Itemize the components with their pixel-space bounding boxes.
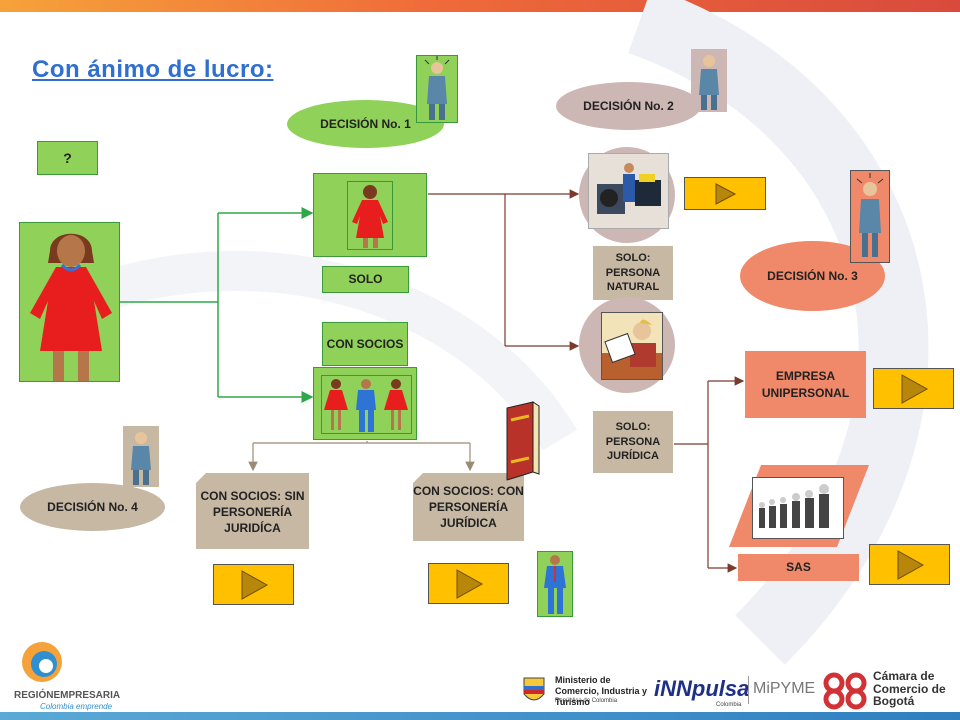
solo-persona-juridica-label[interactable]: SOLO: PERSONA JURÍDICA [593, 411, 673, 473]
play-button-persona-natural[interactable] [684, 177, 766, 210]
con-socios-image-box [313, 367, 417, 440]
play-icon [456, 568, 483, 599]
play-button-sas[interactable] [869, 544, 950, 585]
ministerio-logo-text: Ministerio de Comercio, Industria y Turi… [555, 675, 648, 707]
play-button-sin-personeria[interactable] [213, 564, 294, 605]
decision-4-person-image [123, 426, 159, 487]
con-socios-con-shape [413, 473, 524, 541]
decision-1-person-image [416, 55, 458, 123]
innpulsa-logo: iNNpulsa [654, 676, 750, 701]
play-icon [901, 373, 928, 404]
camara-logo-icon [820, 671, 872, 710]
play-icon [241, 569, 268, 600]
solo-persona-natural-label[interactable]: SOLO: PERSONA NATURAL [593, 246, 673, 300]
reading-man-icon [601, 312, 663, 380]
thinking-man-icon [856, 173, 884, 257]
play-icon [897, 549, 924, 580]
persona-natural-circle [579, 147, 675, 243]
page-title: Con ánimo de lucro: [32, 56, 274, 83]
queue-people-icon [752, 477, 844, 539]
group-people-icon [321, 375, 412, 434]
thinking-man-icon [699, 55, 719, 110]
logo-divider [748, 676, 749, 704]
play-button-con-personeria[interactable] [428, 563, 509, 604]
ministerio-logo-subtext: República de Colombia [555, 698, 618, 704]
woman-figure-box [19, 222, 120, 382]
decision-2-person-image [691, 49, 727, 112]
region-logo-subtext: Colombia emprende [40, 702, 113, 711]
worker-machine-icon [588, 153, 669, 229]
thinking-man-icon [424, 56, 450, 120]
book-icon [499, 400, 541, 482]
solo-woman-icon [347, 181, 393, 250]
region-logo-text: REGIÓNEMPRESARIA [14, 690, 121, 701]
bottom-bar [0, 712, 960, 720]
region-logo-icon [22, 642, 62, 682]
woman-figure-icon [30, 233, 112, 381]
decision-2-ellipse[interactable]: DECISIÓN No. 2 [556, 82, 701, 130]
solo-label[interactable]: SOLO [322, 266, 409, 293]
solo-image-box [313, 173, 427, 257]
play-icon [715, 182, 737, 205]
mipyme-logo: MiPYME [753, 680, 816, 697]
con-socios-con-label[interactable]: CON SOCIOS: CON PERSONERÍA JURÍDICA [413, 483, 524, 531]
question-box[interactable]: ? [37, 141, 98, 175]
man-suit-icon [537, 551, 573, 617]
innpulsa-logo-subtext: Colombia [716, 702, 742, 708]
top-bar [0, 0, 960, 12]
decision-3-person-image [850, 170, 890, 263]
colombia-shield-icon [516, 672, 552, 708]
thinking-man-icon [131, 432, 151, 485]
decision-4-ellipse[interactable]: DECISIÓN No. 4 [20, 483, 165, 531]
sas-label[interactable]: SAS [738, 554, 859, 581]
empresa-unipersonal-label[interactable]: EMPRESA UNIPERSONAL [745, 351, 866, 418]
con-socios-label[interactable]: CON SOCIOS [322, 322, 408, 366]
play-button-empresa-unipersonal[interactable] [873, 368, 954, 409]
con-socios-sin-label[interactable]: CON SOCIOS: SIN PERSONERÍA JURIDÍCA [200, 488, 305, 536]
region-empresaria-logo: REGIÓNEMPRESARIA Colombia emprende [14, 636, 124, 714]
con-socios-sin-shape [196, 473, 309, 549]
persona-juridica-circle [579, 297, 675, 393]
camara-logo-text: Cámara de Comercio de Bogotá [873, 669, 946, 709]
